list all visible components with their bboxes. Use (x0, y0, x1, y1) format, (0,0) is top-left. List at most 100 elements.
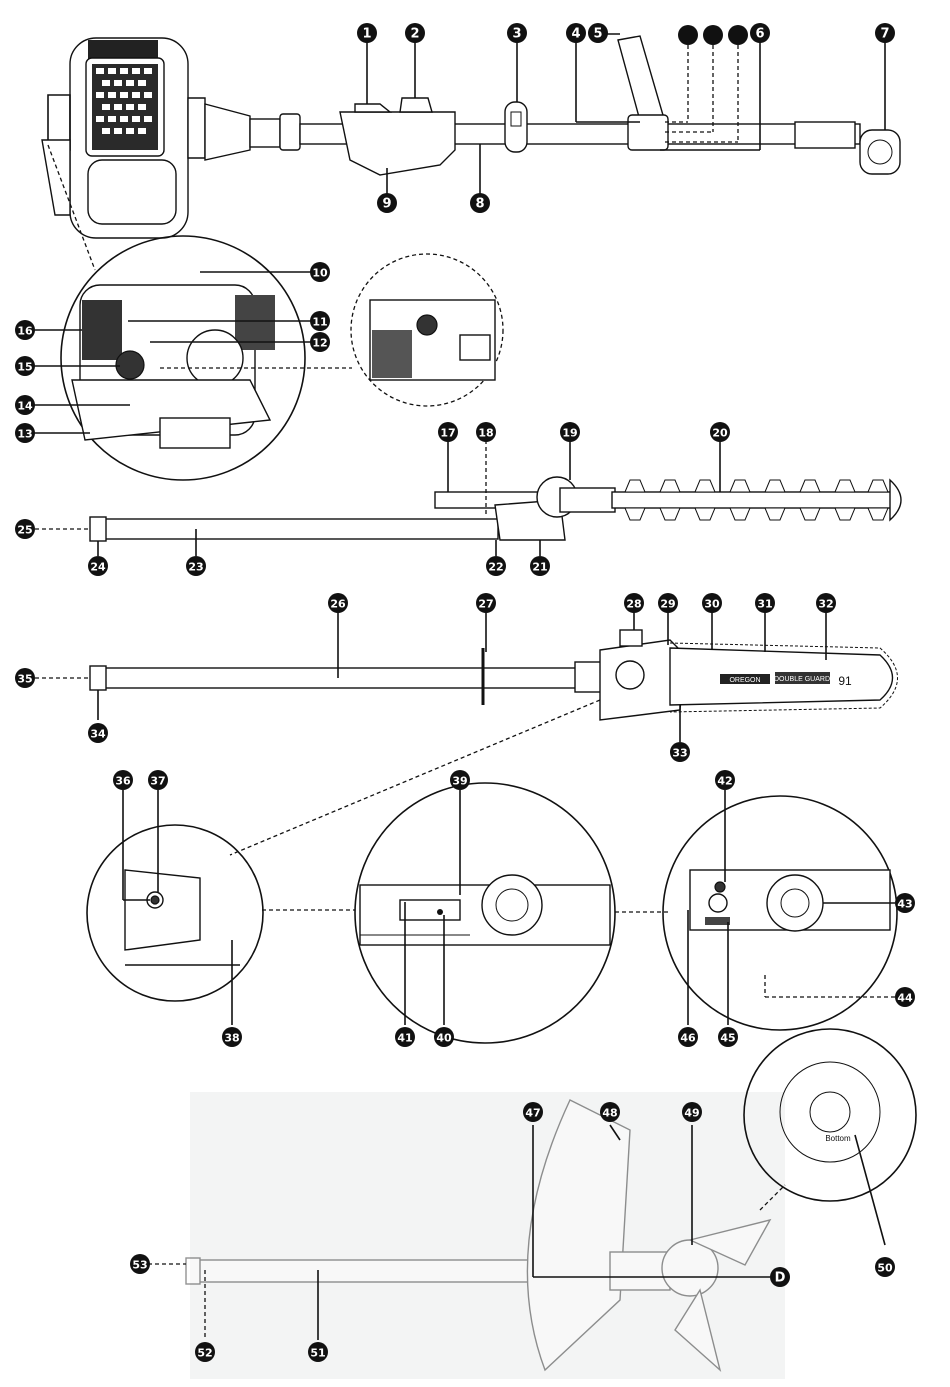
callout-28: 28 (624, 593, 644, 613)
callout-1-number: 1 (362, 27, 371, 42)
callout-13-number: 13 (17, 428, 32, 441)
bar-number-text: 91 (838, 674, 852, 688)
callout-2-number: 2 (410, 27, 419, 42)
callout-42: 42 (715, 770, 735, 790)
chain-tensioner-detail-view (663, 796, 897, 1030)
callout-45: 45 (718, 1027, 738, 1047)
callout-37: 37 (148, 770, 168, 790)
callout-18: 18 (476, 422, 496, 442)
callout-1: 1 (357, 23, 377, 43)
callout-23-number: 23 (188, 561, 203, 574)
callout-40-number: 40 (436, 1032, 452, 1045)
callout-20: 20 (710, 422, 730, 442)
callout-35: 35 (15, 668, 35, 688)
callout-24-number: 24 (90, 561, 106, 574)
callout-46: 46 (678, 1027, 698, 1047)
callout-7-number: 7 (880, 27, 889, 42)
callout-29-number: 29 (660, 598, 675, 611)
callout-11-number: 11 (312, 316, 327, 329)
callout-23: 23 (186, 556, 206, 576)
callout-26: 26 (328, 593, 348, 613)
callout-43-number: 43 (897, 898, 912, 911)
callout-45-number: 45 (720, 1032, 735, 1045)
callout-48-number: 48 (602, 1107, 617, 1120)
callout-47-number: 47 (525, 1107, 540, 1120)
callout-52: 52 (195, 1342, 215, 1362)
callout-15-number: 15 (17, 361, 32, 374)
callout-8: 8 (470, 193, 490, 213)
callout-11: 11 (310, 311, 330, 331)
callout-31-number: 31 (757, 598, 772, 611)
callout-3-number: 3 (512, 27, 521, 42)
callout-51: 51 (308, 1342, 328, 1362)
callout-d: D (770, 1267, 790, 1287)
callout-d-number: D (775, 1271, 786, 1286)
callout-20-number: 20 (712, 427, 728, 440)
callout-29: 29 (658, 593, 678, 613)
callout-12-number: 12 (312, 337, 327, 350)
callout-38-number: 38 (224, 1032, 239, 1045)
callout-41: 41 (395, 1027, 415, 1047)
callout-49: 49 (682, 1102, 702, 1122)
primer-detail-view (351, 254, 503, 406)
callout-9-number: 9 (382, 197, 391, 212)
callout-36-number: 36 (115, 775, 131, 788)
hedge-trimmer-attachment (90, 477, 901, 541)
pole-saw-attachment: OREGON DOUBLE GUARD 91 (90, 630, 898, 720)
callout-22-number: 22 (488, 561, 503, 574)
callout-18-number: 18 (478, 427, 493, 440)
callout-52-number: 52 (197, 1347, 212, 1360)
callout-50: 50 (875, 1257, 895, 1277)
callout-30: 30 (702, 593, 722, 613)
callout-51-number: 51 (310, 1347, 325, 1360)
callout-5-number: 5 (593, 27, 602, 42)
callout-21: 21 (530, 556, 550, 576)
callout-3: 3 (507, 23, 527, 43)
callout-33-number: 33 (672, 747, 687, 760)
spool-text: Bottom (825, 1134, 851, 1143)
engine-vent-grille (92, 64, 158, 150)
callout-38: 38 (222, 1027, 242, 1047)
callout-14: 14 (15, 395, 35, 415)
callout-48: 48 (600, 1102, 620, 1122)
callout-blank-3 (728, 25, 748, 45)
callout-21-number: 21 (532, 561, 547, 574)
callout-22: 22 (486, 556, 506, 576)
callout-28-number: 28 (626, 598, 641, 611)
callout-19: 19 (560, 422, 580, 442)
callout-4-number: 4 (571, 27, 580, 42)
callout-25-number: 25 (17, 524, 32, 537)
callout-44-number: 44 (897, 992, 913, 1005)
callout-16-number: 16 (17, 325, 33, 338)
callout-13: 13 (15, 423, 35, 443)
callout-34: 34 (88, 723, 108, 743)
callout-16: 16 (15, 320, 35, 340)
callout-7: 7 (875, 23, 895, 43)
callout-30-number: 30 (704, 598, 720, 611)
callout-39: 39 (450, 770, 470, 790)
callout-25: 25 (15, 519, 35, 539)
callout-6-number: 6 (755, 27, 764, 42)
callout-15: 15 (15, 356, 35, 376)
callout-24: 24 (88, 556, 108, 576)
bar-brand-text: OREGON (729, 677, 760, 684)
callout-10: 10 (310, 262, 330, 282)
callout-43: 43 (895, 893, 915, 913)
powerhead-engine (42, 38, 250, 238)
callout-2: 2 (405, 23, 425, 43)
callout-10-number: 10 (312, 267, 328, 280)
chain-sprocket-detail-view (355, 783, 615, 1043)
callout-33: 33 (670, 742, 690, 762)
callout-17-number: 17 (440, 427, 455, 440)
callout-27: 27 (476, 593, 496, 613)
callout-5: 5 (588, 23, 608, 43)
callout-41-number: 41 (397, 1032, 412, 1045)
callout-44: 44 (895, 987, 915, 1007)
callout-blank-1 (678, 25, 698, 45)
callout-46-number: 46 (680, 1032, 696, 1045)
callout-39-number: 39 (452, 775, 467, 788)
callout-49-number: 49 (684, 1107, 699, 1120)
callout-53-number: 53 (132, 1259, 147, 1272)
callout-37-number: 37 (150, 775, 165, 788)
